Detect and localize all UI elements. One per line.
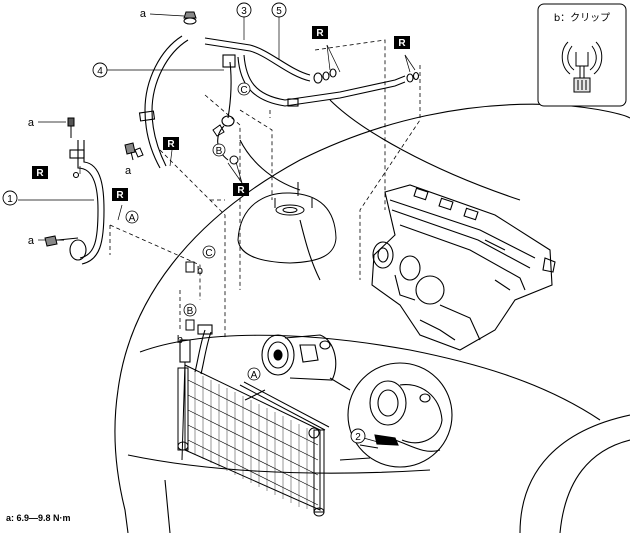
refrigerant-pipe-5 [237,54,420,107]
refrigerant-hose-3 [138,35,337,169]
ref-A-top: A [125,210,139,224]
clip-legend-title: b：クリップ [554,12,610,24]
condenser-fins [194,372,308,509]
r-mark-hose-top: R [312,26,328,39]
clip-icon [561,41,603,93]
torque-specification: a: 6.9—9.8 N·m [6,513,71,523]
leader-lines [18,13,416,443]
svg-text:4: 4 [97,66,103,77]
svg-text:1: 1 [7,194,13,205]
callout-4: 4 [92,62,108,78]
svg-text:B: B [216,146,223,157]
r-mark-hose-1-upper: R [32,166,48,179]
clip-label-b-upper: b [197,265,203,277]
callout-5: 5 [271,2,287,18]
ref-C-bottom: C [202,245,216,259]
ref-A-bottom: A [247,367,261,381]
r-mark-pipe-4: R [233,183,249,196]
svg-text:C: C [205,248,212,259]
bolts [44,11,197,247]
svg-text:R: R [116,190,124,201]
refrigerant-hose-1 [57,140,105,265]
fittings [134,124,239,331]
svg-text:A: A [251,370,258,381]
condenser [177,361,330,517]
callout-3: 3 [236,2,252,18]
r-mark-hose-1-lower: R [112,188,128,201]
svg-text:2: 2 [355,432,361,443]
bolt-label-a-top: a [140,8,147,20]
bolt-label-a-middle: a [125,165,132,177]
svg-text:R: R [237,185,245,196]
svg-text:R: R [398,38,406,49]
svg-text:R: R [36,168,44,179]
ac-compressor [244,334,337,401]
strut-tower [237,182,337,264]
svg-text:C: C [240,85,247,96]
compressor-detail-zoom [329,362,453,468]
clip-legend: b：クリップ [537,3,627,107]
assembly-guide-lines [109,39,421,340]
svg-text:A: A [129,213,136,224]
r-mark-pipe-5: R [394,36,410,49]
bolt-label-a-left: a [28,117,35,129]
clip-label-b-lower: b [177,334,183,346]
callout-1: 1 [2,190,18,206]
svg-text:3: 3 [241,6,247,17]
bolt-label-a-bottom: a [28,235,35,247]
svg-text:R: R [316,28,324,39]
svg-text:B: B [187,306,194,317]
heater-ac-unit [371,184,556,351]
r-mark-hose-3-lower: R [163,137,179,150]
svg-text:R: R [167,139,175,150]
ref-C-top: C [237,82,251,96]
svg-text:5: 5 [276,6,282,17]
ref-B-top: B [212,143,226,157]
callout-2: 2 [350,428,366,444]
ref-B-bottom: B [183,303,197,317]
